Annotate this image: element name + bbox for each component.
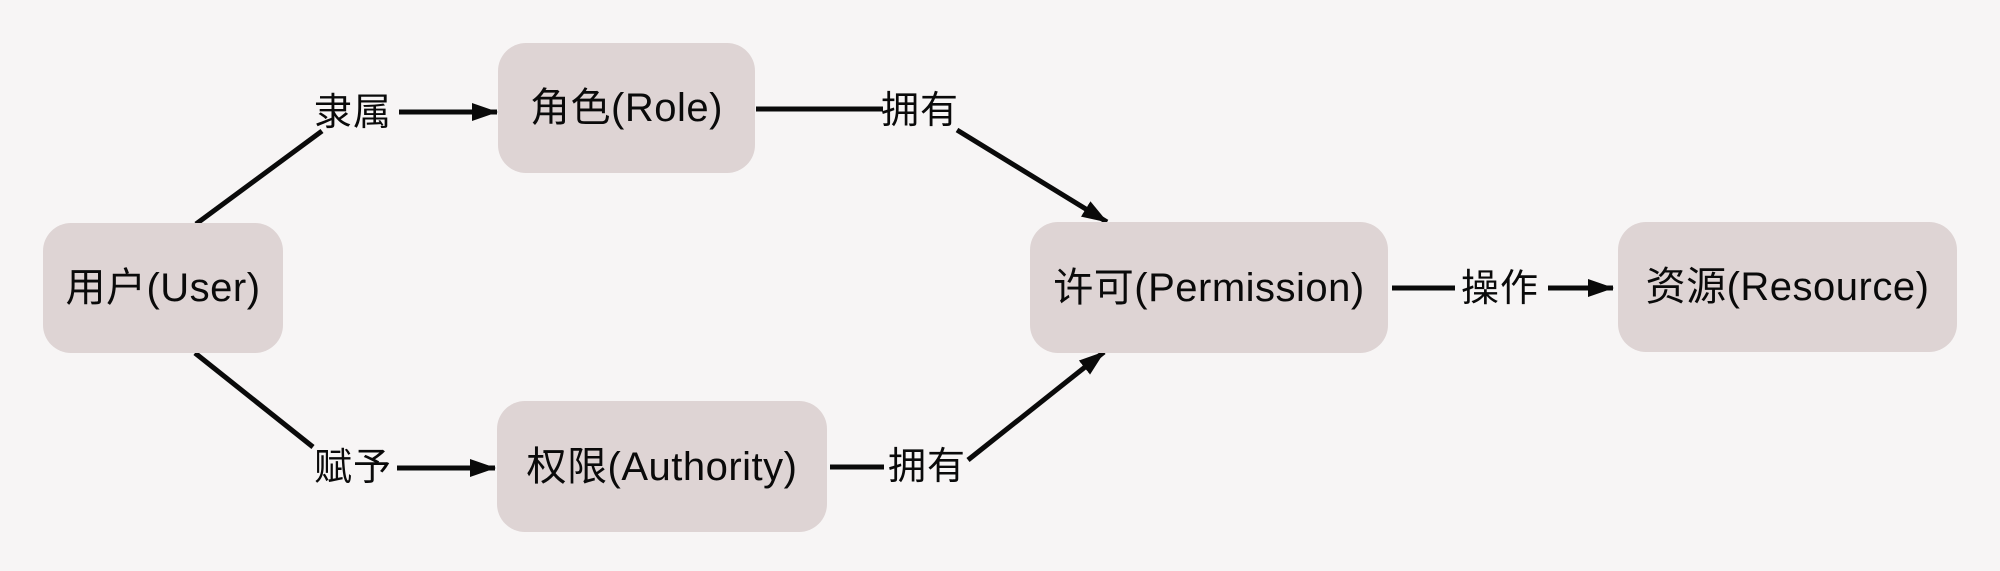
edge-authority-permission-arrow xyxy=(966,350,1106,462)
node-resource: 资源(Resource) xyxy=(1618,222,1957,352)
edge-label-user-role: 隶属 xyxy=(313,92,393,134)
edge-label-user-authority: 赋予 xyxy=(313,447,393,489)
edge-user-role-diagonal xyxy=(194,128,324,227)
node-user: 用户(User) xyxy=(43,223,283,353)
edge-label-authority-permission: 拥有 xyxy=(887,446,967,488)
node-authority: 权限(Authority) xyxy=(497,401,827,532)
edge-role-permission-arrow xyxy=(955,127,1109,225)
node-role: 角色(Role) xyxy=(498,43,755,173)
edge-label-role-permission: 拥有 xyxy=(880,90,960,132)
edge-label-permission-resource: 操作 xyxy=(1460,268,1540,310)
node-permission: 许可(Permission) xyxy=(1030,222,1388,353)
edge-user-authority-diagonal xyxy=(193,351,315,449)
